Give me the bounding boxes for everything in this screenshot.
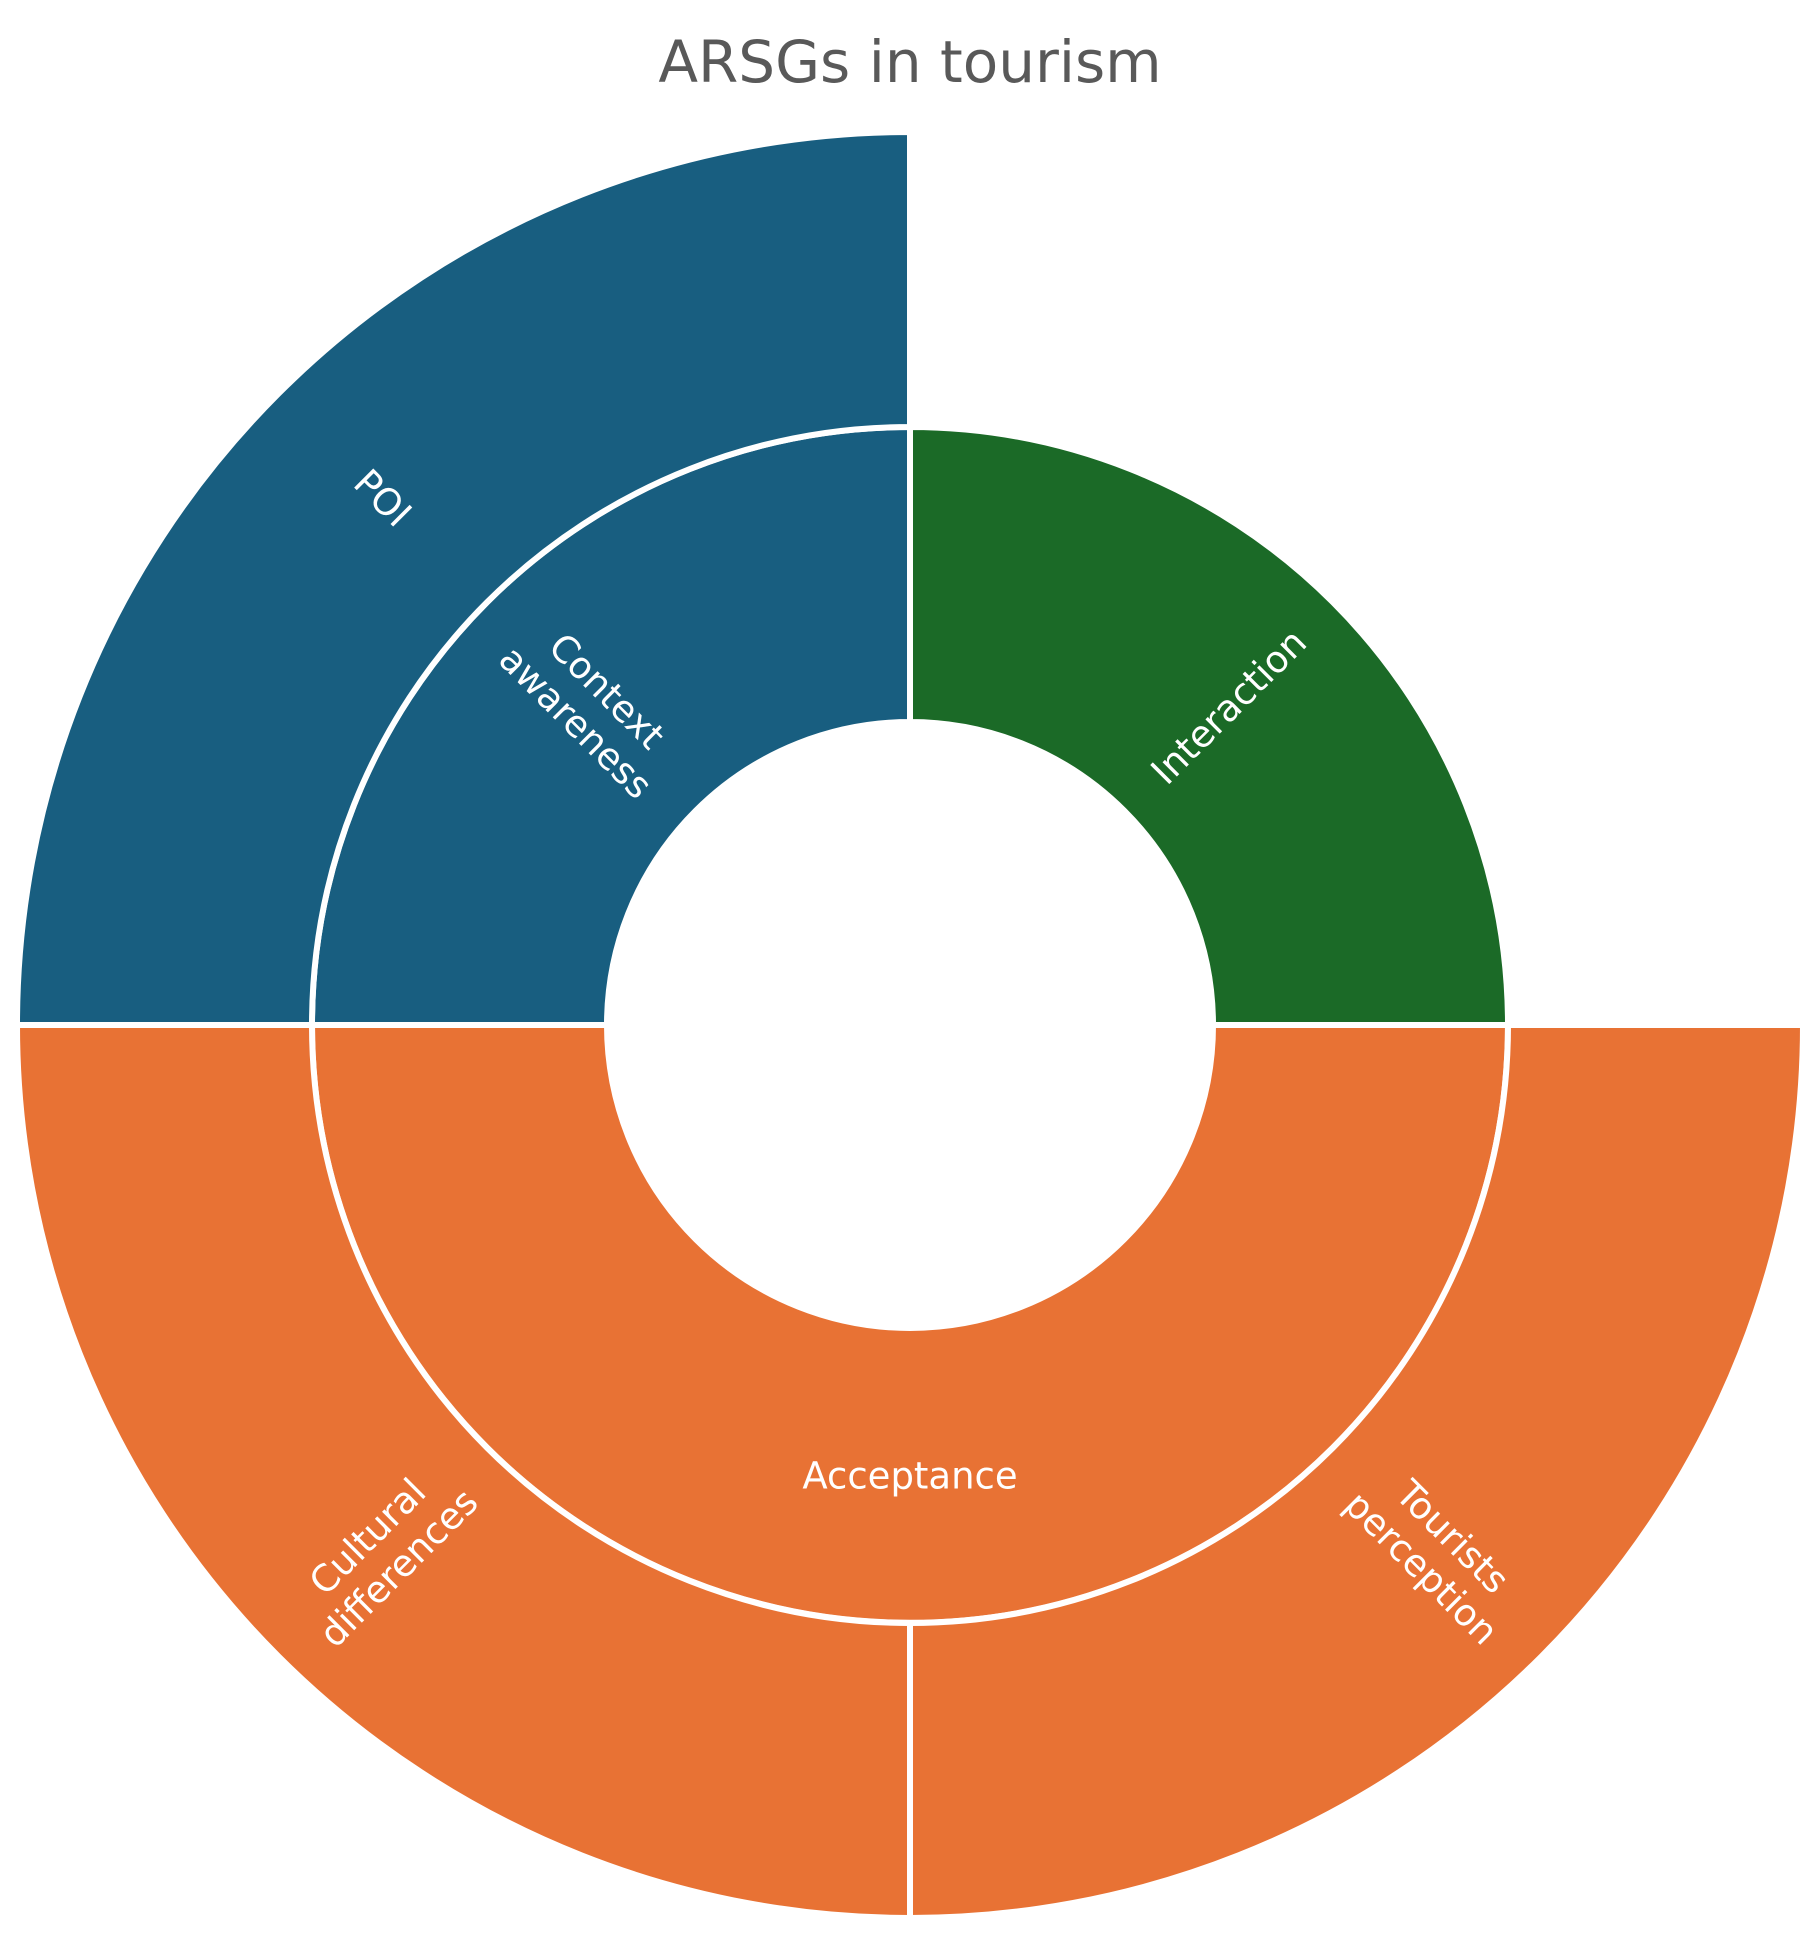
outer-tourists-perception-segment <box>907 1022 1807 1922</box>
inner-interaction-segment <box>907 423 1512 1028</box>
inner-acceptance-label: Acceptance <box>802 1455 1017 1498</box>
chart-title: ARSGs in tourism <box>658 28 1162 96</box>
outer-cultural-differences-segment <box>13 1022 913 1922</box>
outer-poi-segment <box>13 128 913 1028</box>
